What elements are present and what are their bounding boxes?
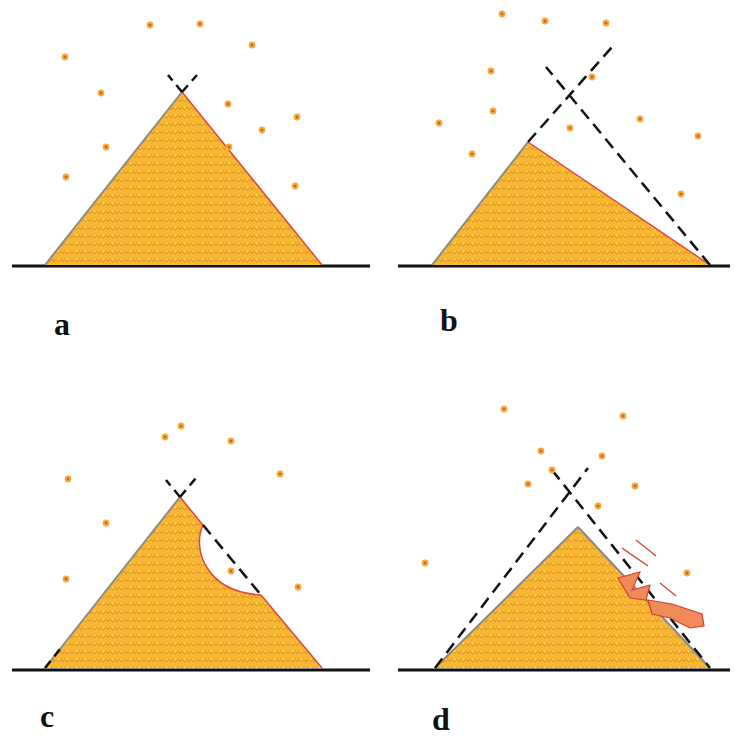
dashed-extension xyxy=(435,468,588,668)
panel-letter: a xyxy=(54,308,70,340)
panel-letter: c xyxy=(40,700,54,732)
falling-grains xyxy=(436,11,702,198)
panel-b xyxy=(398,11,730,266)
falling-grains xyxy=(62,21,301,190)
falling-grains xyxy=(422,406,691,577)
pile-slope xyxy=(182,92,322,265)
pile-slope xyxy=(528,142,710,265)
dashed-extension xyxy=(546,67,710,265)
falling-grains xyxy=(63,423,302,591)
avalanche xyxy=(618,540,704,628)
dashed-extension xyxy=(166,480,180,497)
panel-a xyxy=(12,21,370,266)
dashed-extension xyxy=(203,525,261,595)
pile-slope xyxy=(578,527,710,668)
panel-letter: d xyxy=(432,703,450,735)
pile-slope xyxy=(432,142,528,265)
dashed-extension xyxy=(182,75,197,92)
dashed-extension xyxy=(180,478,196,497)
dashed-extension xyxy=(45,649,60,668)
ground-line xyxy=(12,669,370,672)
sand-pile xyxy=(45,497,322,668)
sand-pile xyxy=(435,527,710,668)
dashed-extension xyxy=(168,75,182,92)
pile-slope xyxy=(45,92,182,265)
sand-pile xyxy=(45,92,322,265)
pile-slope xyxy=(180,497,322,668)
sand-pile xyxy=(432,142,710,265)
pile-slope xyxy=(435,527,578,668)
dashed-extension xyxy=(552,470,710,668)
pile-slope xyxy=(45,497,180,668)
panel-letter: b xyxy=(440,304,458,336)
ground-line xyxy=(398,669,730,672)
panel-d xyxy=(398,406,730,670)
panel-c xyxy=(12,423,370,670)
